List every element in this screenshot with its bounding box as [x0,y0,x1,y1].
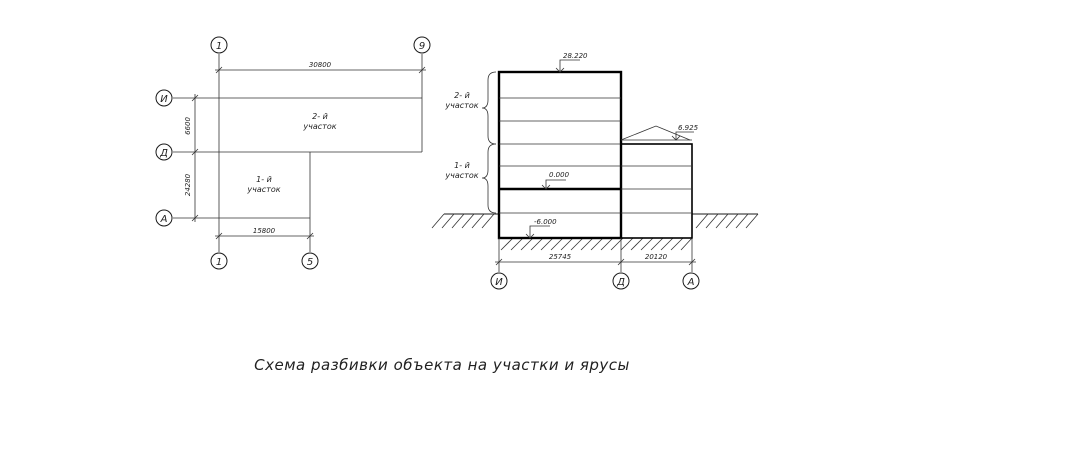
section-dim-right: 20120 [645,253,668,261]
plan-dim-top: 30800 [309,61,332,69]
dim-tick [191,148,199,156]
axis-label: 1 [216,41,222,52]
dim-tick [306,232,314,240]
dim-tick [215,66,223,74]
axis-label: 9 [419,41,425,52]
axis-label: И [495,277,503,288]
axis-label: 5 [307,257,313,268]
level-text: 28.220 [563,52,588,60]
dim-tick [617,258,625,266]
ground-hatch-left [431,213,495,229]
section-zone2-line2: участок [444,101,478,110]
plan-axis-bubble-d: Д [155,143,173,161]
level-mark-mid: 0.000 [541,171,570,190]
plan-zone2-line2: участок [302,122,336,131]
brace-zone1 [481,143,497,214]
plan-dim-bottom: 15800 [253,227,276,235]
plan-view: 30800 15800 6600 24280 2- й участок 1- й… [155,36,431,270]
section-zone1-line1: 1- й [454,161,470,170]
plan-dim-side-lower: 24280 [184,173,192,196]
level-mark-right: 6.925 [671,124,699,141]
section-roof [620,125,691,141]
axis-label: А [160,214,168,225]
ground-hatch-right [695,213,759,229]
dim-tick [688,258,696,266]
plan-axis-bubble-a: А [155,209,173,227]
section-dim-left: 25745 [549,253,572,261]
section-axis-bubble-a: А [682,272,700,290]
dim-tick [191,94,199,102]
level-mark-top: 28.220 [555,52,588,73]
plan-axis-bubble-top-9: 9 [413,36,431,54]
drawing-title: Схема разбивки объекта на участки и ярус… [254,356,630,374]
section-low-block [620,143,693,239]
level-text: -6.000 [534,218,557,226]
plan-axis-bubble-i: И [155,89,173,107]
section-view: 28.220 6.925 0.000 -6.000 2- й участок 1… [431,52,759,290]
dim-tick [418,66,426,74]
axis-label: Д [159,148,168,159]
plan-zone1-line2: участок [246,185,280,194]
plan-zone1-line1: 1- й [256,175,272,184]
section-zone2-line1: 2- й [454,91,470,100]
section-zone1-line2: участок [444,171,478,180]
level-text: 6.925 [678,124,699,132]
brace-zone2 [481,71,497,145]
axis-label: Д [616,277,625,288]
plan-axis-bubble-bottom-1: 1 [210,252,228,270]
axis-label: А [687,277,695,288]
axis-label: 1 [216,257,222,268]
plan-axis-bubble-top-1: 1 [210,36,228,54]
plan-axis-bubble-bottom-5: 5 [301,252,319,270]
section-axis-bubble-i: И [490,272,508,290]
level-text: 0.000 [549,171,570,179]
section-axis-bubble-d: Д [612,272,630,290]
level-mark-bottom: -6.000 [525,218,557,239]
axis-label: И [160,94,168,105]
foundation-hatch [500,237,693,251]
dim-tick [191,214,199,222]
dim-tick [215,232,223,240]
plan-dim-side-upper: 6600 [184,117,192,135]
plan-zone2-line1: 2- й [312,112,328,121]
dim-tick [495,258,503,266]
